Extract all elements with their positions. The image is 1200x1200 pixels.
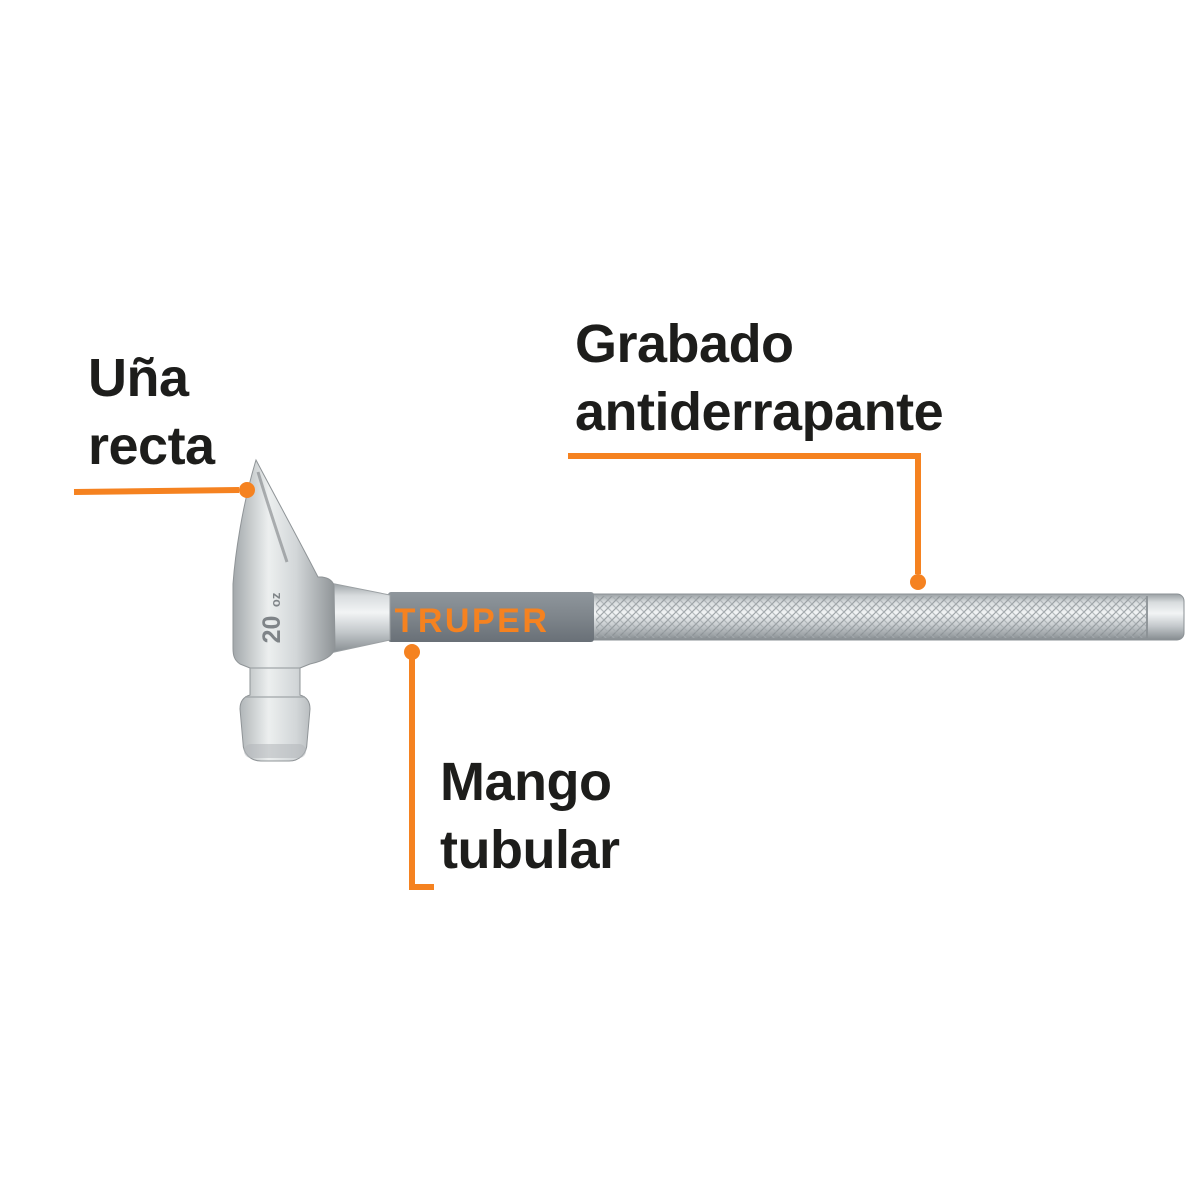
callout-line-engraving bbox=[568, 453, 926, 590]
label-una-recta-line2: recta bbox=[88, 416, 215, 477]
label-mango-line2: tubular bbox=[440, 820, 620, 881]
claw-callout-segment bbox=[73, 487, 240, 495]
label-grabado-antiderrapante: Grabado antiderrapante bbox=[575, 310, 944, 446]
head-weight-marking: 20 oz bbox=[258, 592, 286, 643]
grip-sleeve bbox=[388, 592, 594, 642]
brand-text: TRUPER bbox=[395, 602, 550, 640]
callout-line-handle bbox=[404, 644, 434, 890]
hammer-head bbox=[232, 458, 336, 762]
handle-neck bbox=[329, 582, 391, 654]
label-una-recta-line1: Uña bbox=[88, 348, 189, 408]
label-una-recta: Uña recta bbox=[88, 344, 215, 480]
claw-nail-slot bbox=[256, 471, 289, 563]
handle-callout-dot bbox=[404, 644, 420, 660]
handle-knurling bbox=[596, 596, 1146, 638]
engraving-callout-segment bbox=[568, 453, 921, 574]
claw-callout-dot bbox=[239, 482, 255, 498]
callout-line-claw bbox=[73, 482, 255, 498]
label-mango-tubular: Mango tubular bbox=[440, 748, 620, 884]
striking-face-shading bbox=[244, 744, 306, 758]
handle-callout-segment bbox=[409, 659, 434, 890]
label-grabado-line2: antiderrapante bbox=[575, 382, 944, 443]
label-grabado-line1: Grabado bbox=[575, 314, 794, 374]
weight-value: 20 bbox=[258, 616, 286, 644]
engraving-callout-dot bbox=[910, 574, 926, 590]
weight-unit: oz bbox=[268, 592, 283, 607]
label-mango-line1: Mango bbox=[440, 752, 612, 812]
hammer: TRUPER 20 oz bbox=[232, 458, 1185, 762]
